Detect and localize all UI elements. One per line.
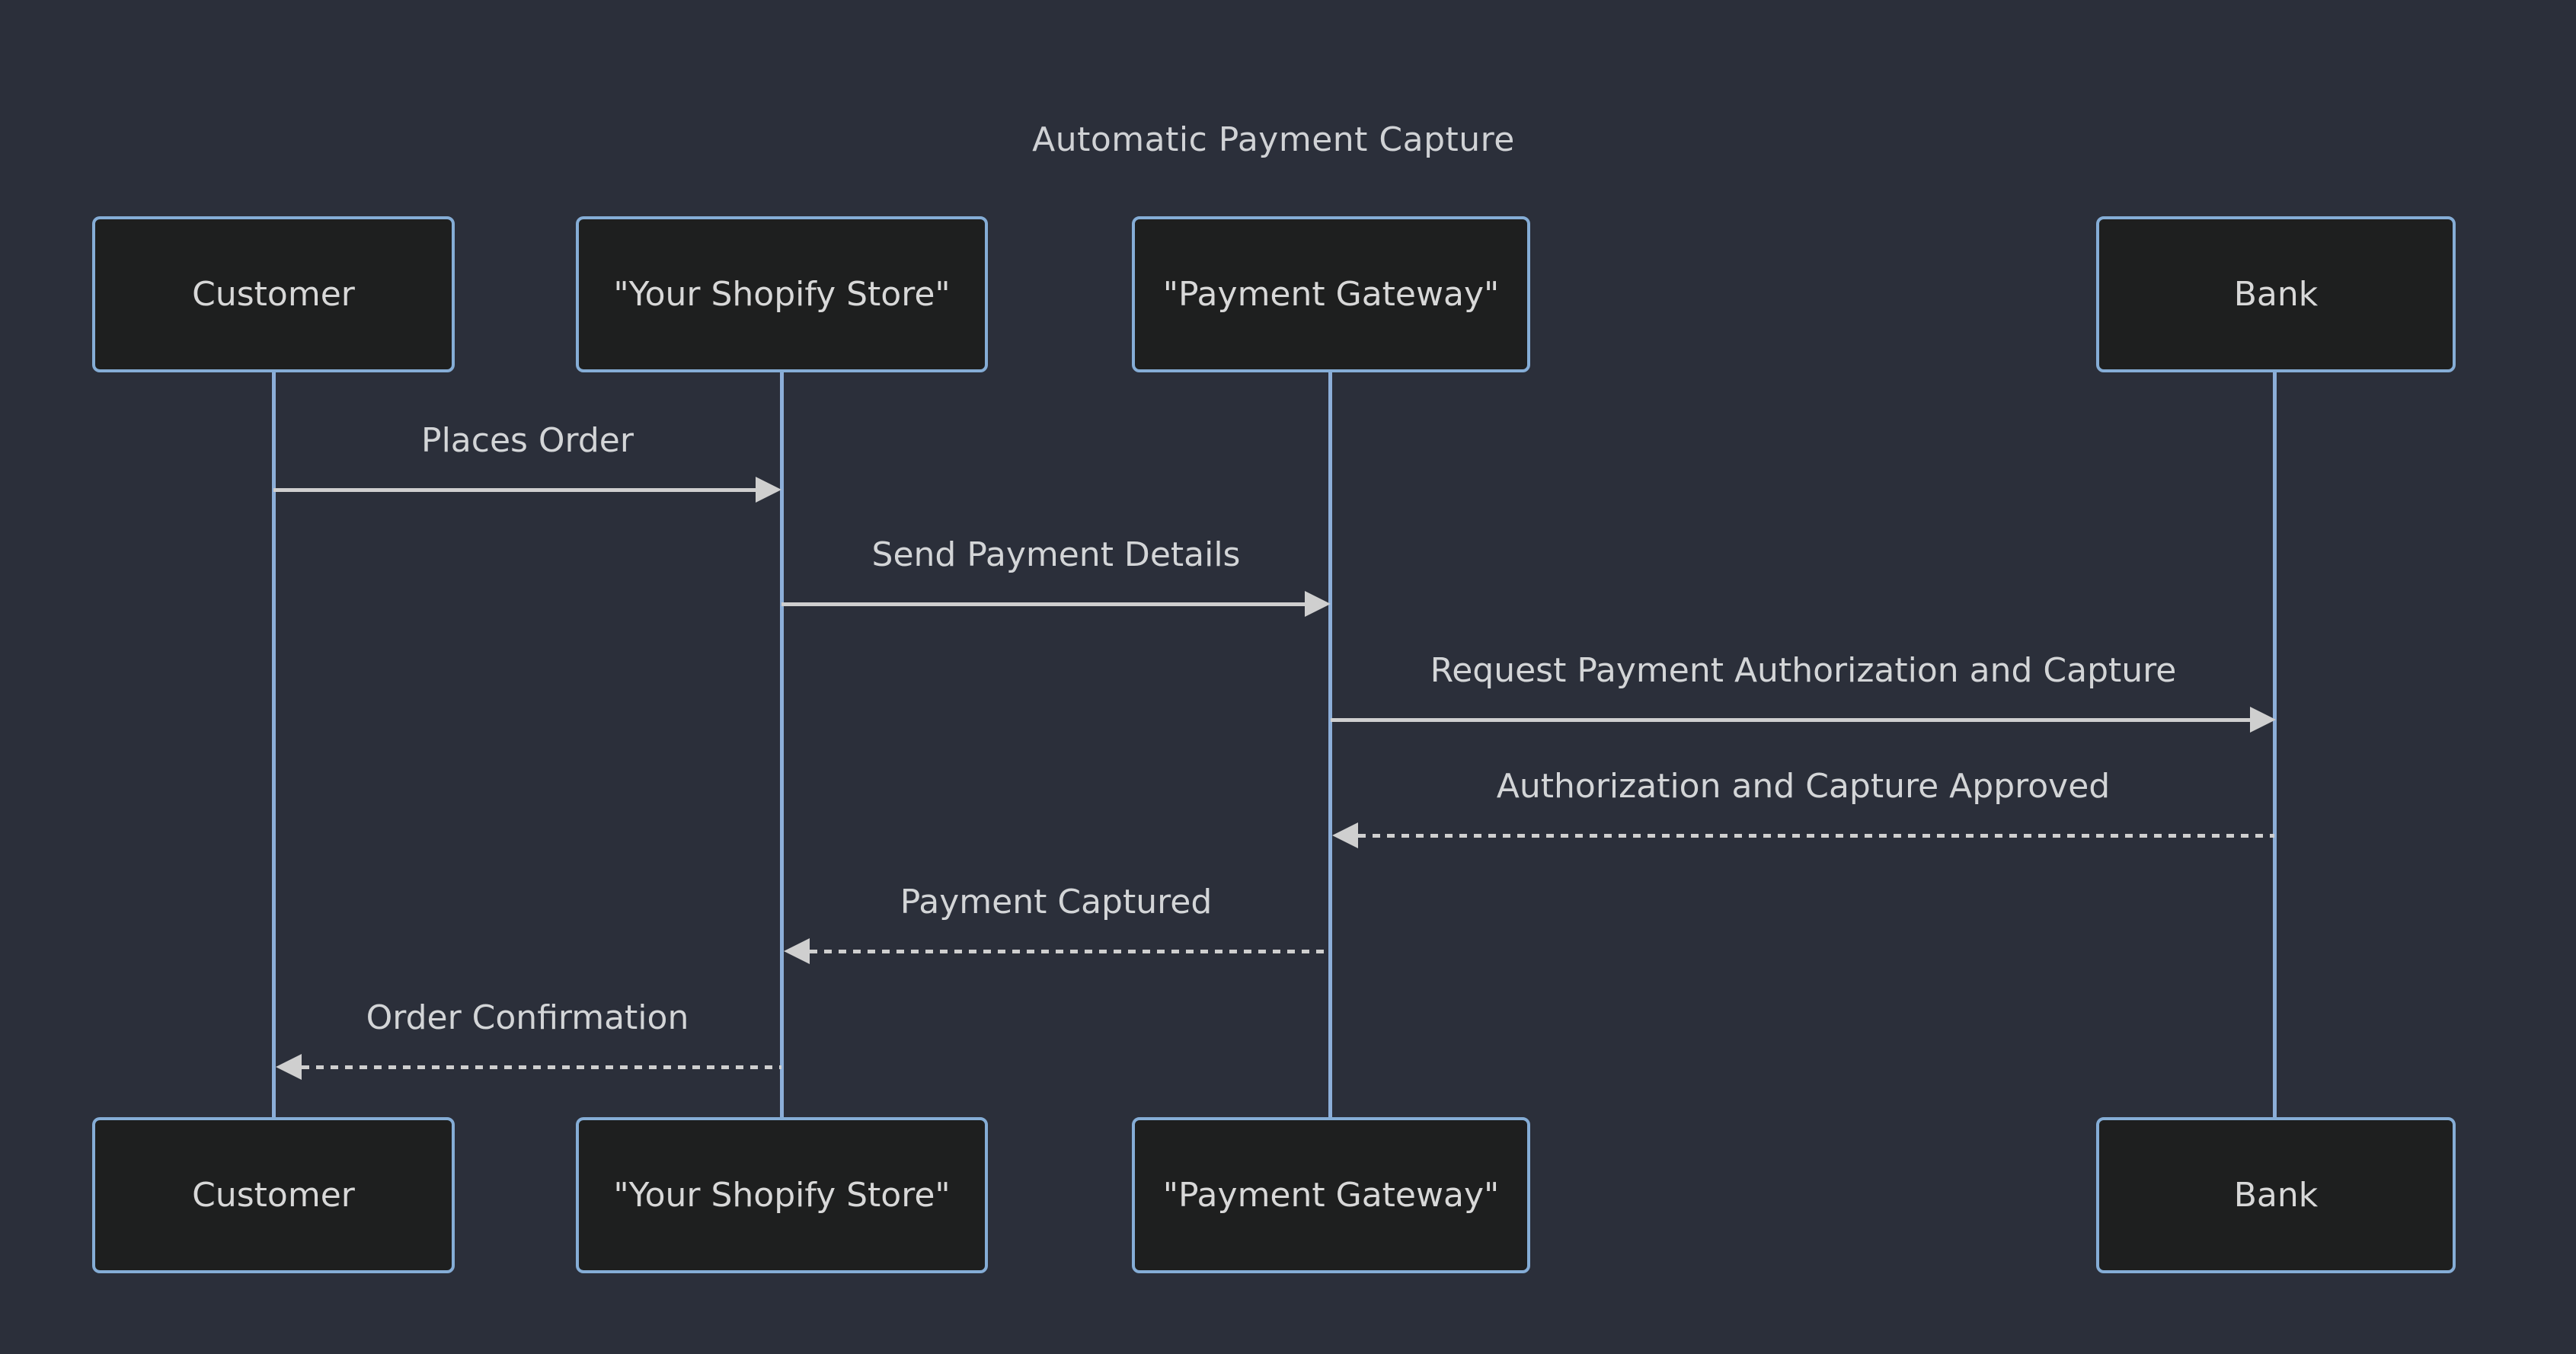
lifeline-bank: [2273, 372, 2277, 1117]
message-line-authorization-approved: [1358, 834, 2274, 838]
lifeline-customer: [272, 372, 276, 1117]
arrowhead-right-icon: [1305, 591, 1331, 617]
message-line-request-authorization: [1331, 718, 2250, 722]
message-label-authorization-approved: Authorization and Capture Approved: [1496, 767, 2111, 806]
message-label-request-authorization: Request Payment Authorization and Captur…: [1430, 651, 2177, 690]
actor-box-customer-top: Customer: [92, 216, 455, 372]
arrowhead-right-icon: [2250, 707, 2276, 733]
diagram-title: Automatic Payment Capture: [1032, 120, 1515, 159]
actor-label: Bank: [2233, 1176, 2319, 1215]
message-label-places-order: Places Order: [421, 421, 634, 460]
actor-box-shopify-store-top: "Your Shopify Store": [576, 216, 988, 372]
actor-label: "Payment Gateway": [1162, 1176, 1500, 1215]
actor-box-bank-bottom: Bank: [2096, 1117, 2456, 1273]
arrowhead-left-icon: [784, 938, 810, 964]
actor-label: Bank: [2233, 275, 2319, 314]
message-line-payment-captured: [810, 950, 1330, 953]
message-label-payment-captured: Payment Captured: [900, 883, 1213, 921]
lifeline-shopify-store: [780, 372, 784, 1117]
actor-label: "Payment Gateway": [1162, 275, 1500, 314]
message-line-order-confirmation: [302, 1065, 781, 1069]
actor-label: Customer: [192, 1176, 355, 1215]
arrowhead-left-icon: [276, 1054, 302, 1080]
actor-label: "Your Shopify Store": [613, 275, 951, 314]
arrowhead-right-icon: [756, 477, 781, 503]
actor-box-customer-bottom: Customer: [92, 1117, 455, 1273]
message-label-send-payment-details: Send Payment Details: [871, 535, 1241, 574]
lifeline-payment-gateway: [1328, 372, 1332, 1117]
message-line-send-payment-details: [781, 602, 1305, 606]
actor-box-payment-gateway-bottom: "Payment Gateway": [1132, 1117, 1530, 1273]
actor-label: "Your Shopify Store": [613, 1176, 951, 1215]
arrowhead-left-icon: [1332, 822, 1358, 848]
actor-box-shopify-store-bottom: "Your Shopify Store": [576, 1117, 988, 1273]
actor-label: Customer: [192, 275, 355, 314]
message-line-places-order: [273, 488, 756, 492]
actor-box-payment-gateway-top: "Payment Gateway": [1132, 216, 1530, 372]
message-label-order-confirmation: Order Confirmation: [366, 998, 689, 1037]
actor-box-bank-top: Bank: [2096, 216, 2456, 372]
